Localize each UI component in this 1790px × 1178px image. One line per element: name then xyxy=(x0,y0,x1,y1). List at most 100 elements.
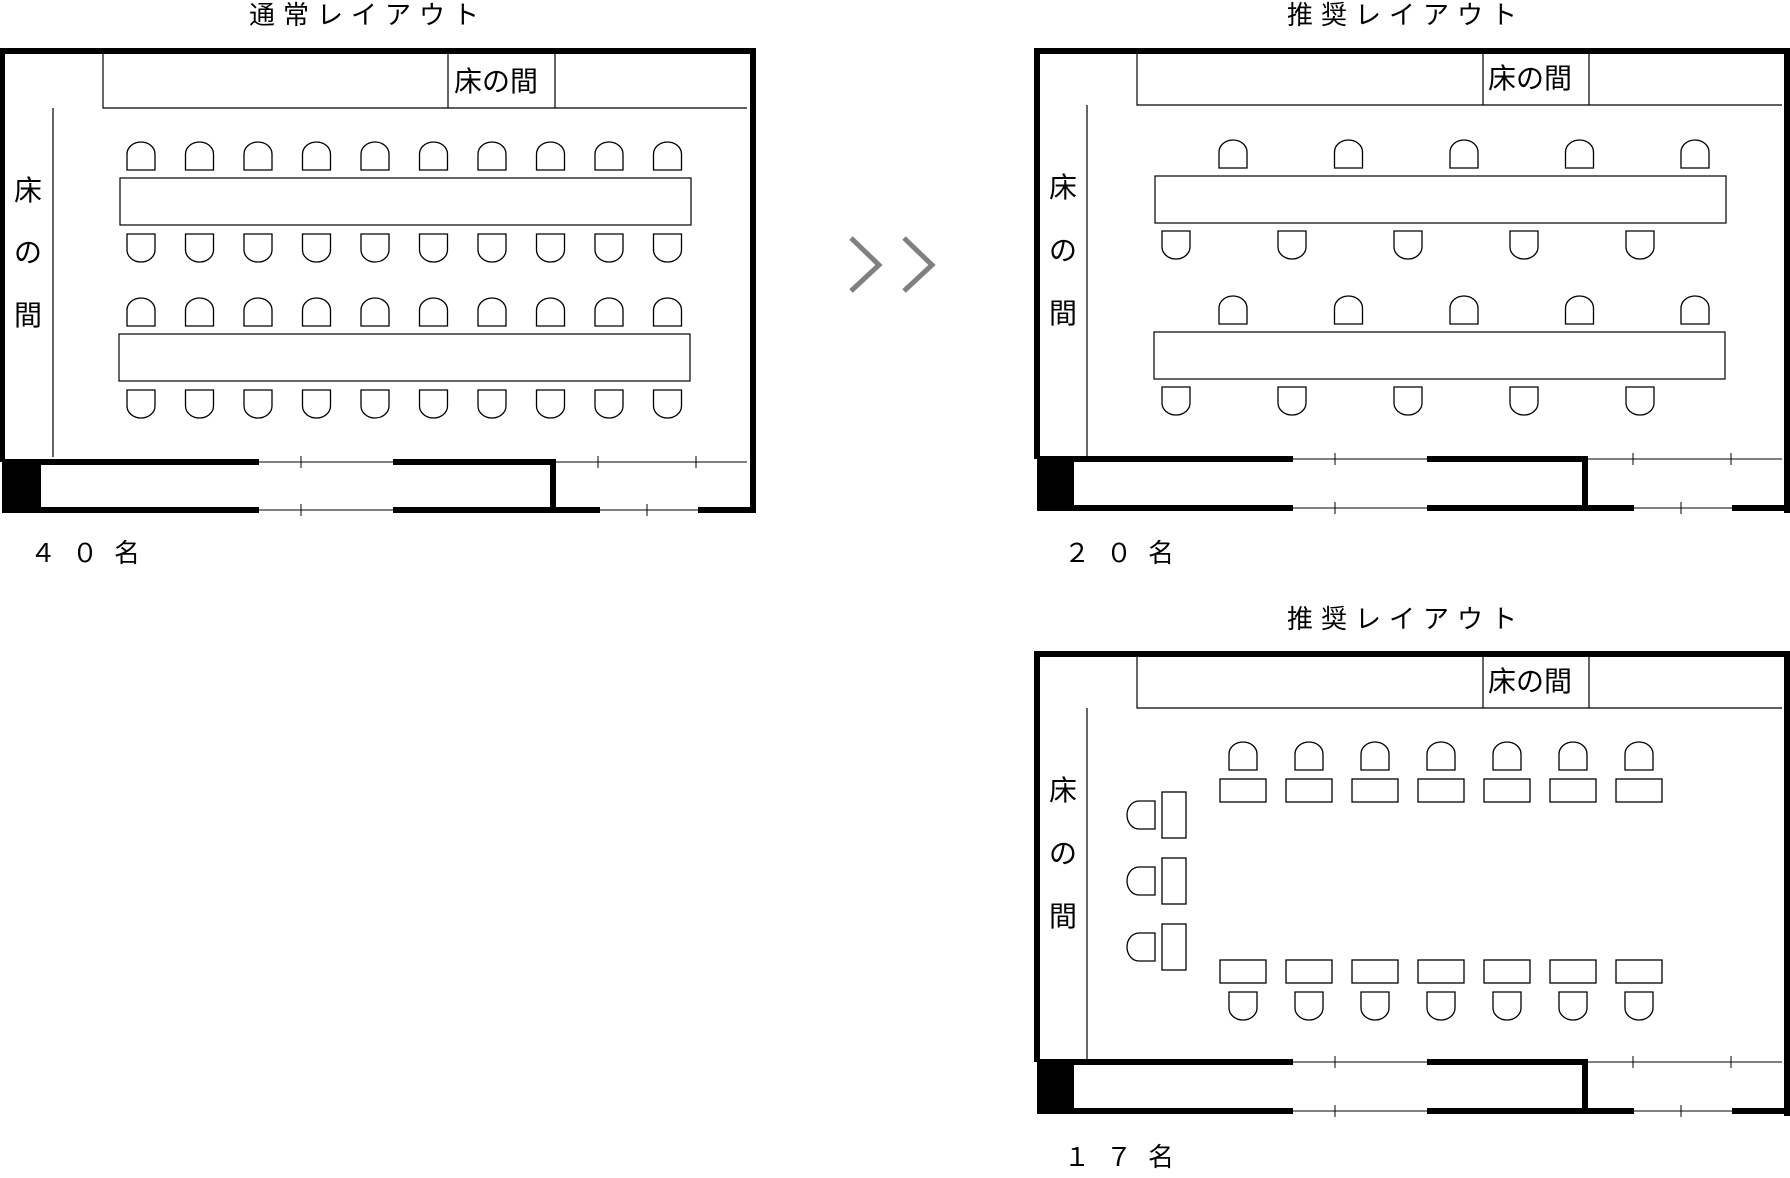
room-normal: 通常レイアウト 床の間 床 の 間 xyxy=(0,1,756,569)
chair xyxy=(126,233,156,263)
tokonoma-side-label: 床 の 間 xyxy=(14,174,42,332)
long-table xyxy=(119,177,692,226)
tokonoma-side-label: 床 の 間 xyxy=(1049,774,1077,933)
chair xyxy=(1126,800,1156,830)
chair xyxy=(301,141,332,171)
table-row xyxy=(118,297,691,419)
chair xyxy=(652,389,683,419)
chair xyxy=(184,297,215,327)
chair-row xyxy=(1161,386,1655,416)
chair xyxy=(1624,741,1654,771)
svg-text:床: 床 xyxy=(1049,171,1077,204)
chair xyxy=(1624,991,1654,1021)
layout-title-recommended: 推奨レイアウト xyxy=(1287,1,1525,31)
chair xyxy=(594,233,624,263)
chair xyxy=(126,297,156,327)
desk xyxy=(1417,959,1465,984)
long-table xyxy=(1153,331,1726,380)
chair xyxy=(1680,295,1710,325)
chair xyxy=(594,141,624,171)
chair xyxy=(1509,386,1539,416)
tokonoma-top-label: 床の間 xyxy=(454,65,538,98)
tokonoma-top-label: 床の間 xyxy=(1488,62,1572,95)
desk xyxy=(1161,791,1187,839)
desk xyxy=(1615,959,1663,984)
chair xyxy=(418,389,449,419)
chair xyxy=(184,233,215,263)
desk xyxy=(1351,959,1399,984)
entrance-wall xyxy=(1037,453,1787,514)
chair xyxy=(1393,230,1423,260)
chair-row xyxy=(1161,230,1655,260)
chair xyxy=(1492,991,1522,1021)
desk-column xyxy=(1126,791,1187,971)
chair xyxy=(652,233,683,263)
chair xyxy=(1161,386,1191,416)
chair xyxy=(1333,295,1364,325)
room-recommended-17: 推奨レイアウト 床の間 床 の 間 １７名 xyxy=(1034,605,1790,1173)
chair xyxy=(1360,991,1390,1021)
svg-text:の: の xyxy=(1049,234,1077,267)
chair-row xyxy=(126,389,683,419)
chair xyxy=(1333,139,1364,169)
chair xyxy=(477,297,507,327)
svg-text:間: 間 xyxy=(1049,900,1077,933)
chair xyxy=(1680,139,1710,169)
chair xyxy=(594,389,624,419)
chair xyxy=(418,233,449,263)
long-table xyxy=(1154,175,1727,224)
long-table xyxy=(118,333,691,382)
desk xyxy=(1219,778,1267,803)
tokonoma-top-label: 床の間 xyxy=(1488,665,1572,698)
desk xyxy=(1615,778,1663,803)
table-row xyxy=(119,141,692,263)
entrance-wall xyxy=(2,456,753,516)
chair xyxy=(1509,230,1539,260)
chair xyxy=(477,389,507,419)
chair xyxy=(1277,230,1307,260)
chair xyxy=(243,141,273,171)
chair-row xyxy=(126,233,683,263)
chair xyxy=(535,141,566,171)
desk-row xyxy=(1219,959,1663,1021)
svg-text:床: 床 xyxy=(1049,774,1077,807)
chair xyxy=(1294,741,1324,771)
chair xyxy=(535,297,566,327)
chair xyxy=(301,389,332,419)
chair xyxy=(360,233,390,263)
desk xyxy=(1351,778,1399,803)
table-row xyxy=(1153,295,1726,416)
chair xyxy=(243,389,273,419)
chair-row xyxy=(126,297,683,327)
chair xyxy=(594,297,624,327)
chair xyxy=(360,389,390,419)
chair xyxy=(418,141,449,171)
chair xyxy=(418,297,449,327)
chair xyxy=(184,389,215,419)
chair xyxy=(477,141,507,171)
chair xyxy=(1161,230,1191,260)
desk xyxy=(1285,959,1333,984)
chair xyxy=(1625,386,1655,416)
chair xyxy=(535,389,566,419)
desk xyxy=(1161,857,1187,905)
chair xyxy=(126,389,156,419)
chair xyxy=(301,297,332,327)
chair xyxy=(1449,295,1479,325)
table-row xyxy=(1154,139,1727,260)
chair xyxy=(1218,295,1248,325)
chair xyxy=(243,297,273,327)
chair xyxy=(1558,741,1588,771)
layout-title-normal: 通常レイアウト xyxy=(249,1,487,31)
capacity-label: ２０名 xyxy=(1064,539,1190,569)
chair-row xyxy=(1218,295,1710,325)
chair xyxy=(477,233,507,263)
desk xyxy=(1417,778,1465,803)
chair xyxy=(1564,139,1595,169)
desk xyxy=(1161,923,1187,971)
chair-row xyxy=(1218,139,1710,169)
chair xyxy=(1625,230,1655,260)
chair xyxy=(1449,139,1479,169)
chair xyxy=(243,233,273,263)
